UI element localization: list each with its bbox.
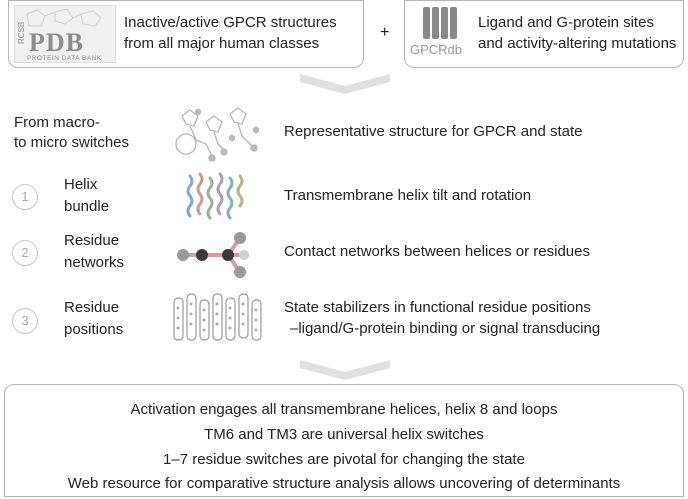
level-2-label-line1: Residue bbox=[64, 232, 120, 249]
conclusion-4: Web resource for comparative structure a… bbox=[67, 475, 621, 492]
conclusions-box: Activation engages all transmembrane hel… bbox=[4, 384, 684, 497]
level-1-label-line2: bundle bbox=[64, 198, 110, 215]
level-2-description: Contact networks between helices or resi… bbox=[284, 243, 590, 260]
level-3-label-line2: positions bbox=[64, 321, 124, 338]
level-number-2: 2 bbox=[12, 240, 38, 266]
levels-header-label-line2: to micro switches bbox=[14, 134, 130, 151]
pdb-description-line2: from all major human classes bbox=[124, 35, 320, 52]
gpcrdb-description-line1: Ligand and G-protein sites bbox=[478, 14, 654, 31]
level-2-label-line2: networks bbox=[64, 254, 125, 271]
pdb-logo: RCSB PDB PROTEIN DATA BANK bbox=[14, 5, 116, 63]
pdb-description-line1: Inactive/active GPCR structures bbox=[124, 14, 337, 31]
levels-header-description: Representative structure for GPCR and st… bbox=[284, 123, 583, 140]
level-3-description-line1: State stabilizers in functional residue … bbox=[284, 299, 591, 316]
gpcrdb-logo: GPCRdb bbox=[410, 5, 472, 61]
residue-network-icon bbox=[177, 232, 249, 278]
molecule-background-icon bbox=[26, 8, 102, 27]
level-1-description: Transmembrane helix tilt and rotation bbox=[284, 187, 532, 204]
level-3-description-line2: –ligand/G-protein binding or signal tran… bbox=[290, 320, 601, 337]
down-chevron-icon bbox=[300, 74, 390, 94]
pdb-logo-text: PDB bbox=[29, 28, 84, 57]
level-1-label-line1: Helix bbox=[64, 176, 98, 193]
level-number-3: 3 bbox=[12, 308, 38, 334]
representative-structure-icon bbox=[175, 107, 260, 162]
helix-bars-icon bbox=[423, 7, 457, 39]
levels-header-label-line1: From macro- bbox=[14, 114, 100, 131]
plus-sign: + bbox=[380, 24, 390, 41]
helix-bundle-icon bbox=[186, 172, 244, 220]
gpcrdb-description-line2: and activity-altering mutations bbox=[478, 35, 677, 52]
pdb-side-text: RCSB bbox=[17, 21, 26, 44]
pdb-logo-subtext: PROTEIN DATA BANK bbox=[27, 55, 102, 62]
level-number-1: 1 bbox=[12, 184, 38, 210]
level-3-label-line1: Residue bbox=[64, 299, 120, 316]
conclusion-2: TM6 and TM3 are universal helix switches bbox=[204, 426, 484, 443]
residue-positions-icon bbox=[173, 293, 262, 341]
conclusion-3: 1–7 residue switches are pivotal for cha… bbox=[163, 451, 525, 468]
conclusion-1: Activation engages all transmembrane hel… bbox=[130, 401, 558, 418]
down-chevron-icon bbox=[300, 360, 390, 380]
gpcrdb-logo-text: GPCRdb bbox=[410, 42, 463, 57]
